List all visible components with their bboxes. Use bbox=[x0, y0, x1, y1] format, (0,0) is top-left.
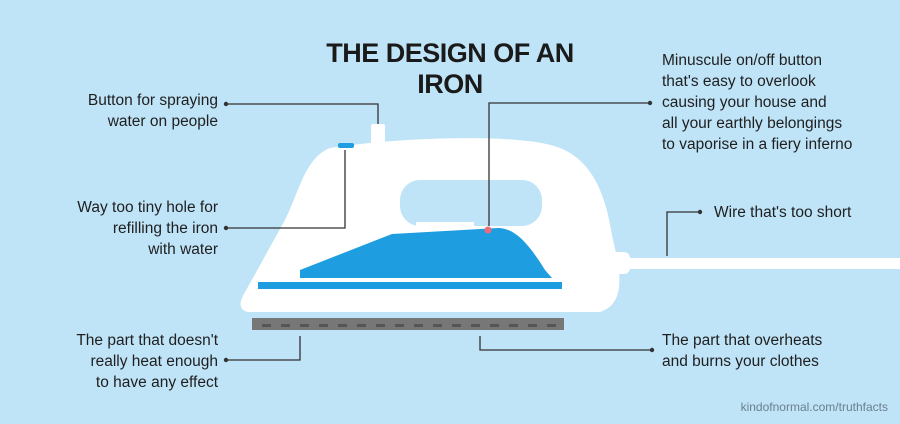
iron-wire bbox=[620, 258, 900, 269]
soleplate-holes bbox=[262, 324, 556, 327]
credit-link: kindofnormal.com/truthfacts bbox=[740, 400, 888, 414]
callout-spray-button: Button for spraying water on people bbox=[87, 92, 218, 130]
dot-hot bbox=[649, 347, 655, 353]
handle-bar bbox=[416, 222, 474, 232]
leader-power-button bbox=[488, 102, 650, 226]
callout-hot-part: The part that overheats and burns your c… bbox=[662, 332, 823, 370]
leader-wire bbox=[666, 211, 700, 256]
diagram-title: THE DESIGN OF AN IRON bbox=[326, 38, 574, 99]
leader-refill-hole bbox=[226, 150, 346, 229]
callout-refill-hole: Way too tiny hole for refilling the iron… bbox=[77, 199, 218, 258]
soleplate bbox=[252, 318, 564, 330]
power-button-shape bbox=[484, 226, 492, 234]
leader-spray-button bbox=[226, 103, 379, 124]
water-tank bbox=[300, 228, 552, 278]
dot-wire bbox=[697, 209, 703, 215]
dot-spray bbox=[223, 101, 229, 107]
callout-wire: Wire that's too short bbox=[714, 204, 852, 221]
leader-cold-part bbox=[226, 336, 301, 361]
callout-power-button: Minuscule on/off button that's easy to o… bbox=[662, 52, 853, 153]
handle-opening bbox=[400, 180, 542, 226]
leader-hot-part bbox=[479, 336, 652, 351]
dot-refill bbox=[223, 225, 229, 231]
callout-cold-part: The part that doesn't really heat enough… bbox=[76, 332, 218, 391]
refill-hole-shape bbox=[338, 143, 354, 148]
dot-cold bbox=[223, 357, 229, 363]
dot-power bbox=[647, 100, 653, 106]
blue-stripe bbox=[258, 282, 562, 289]
